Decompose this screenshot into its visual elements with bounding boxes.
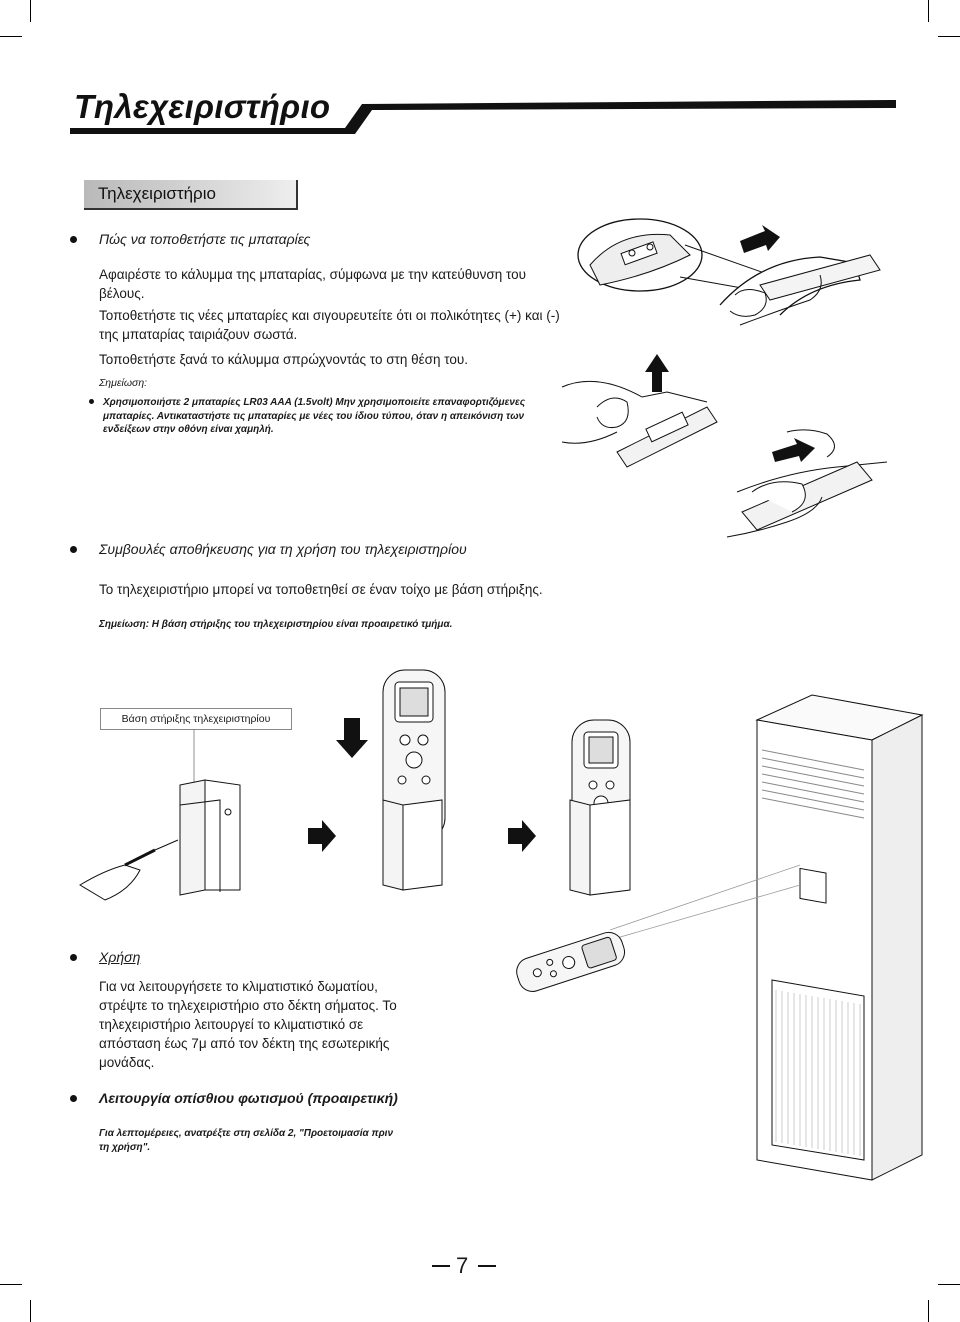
section-heading-box: Τηλεχειριστήριο	[84, 180, 298, 210]
bullet-icon	[70, 1095, 77, 1102]
text-line: απόσταση έως 7μ από τον δέκτη της εσωτερ…	[99, 1036, 390, 1051]
crop-mark	[928, 1300, 929, 1322]
text-line: βέλους.	[99, 286, 145, 301]
batteries-text: Αφαιρέστε το κάλυμμα της μπαταρίας, σύμφ…	[99, 265, 560, 369]
storage-text: Το τηλεχειριστήριο μπορεί να τοποθετηθεί…	[99, 582, 543, 597]
usage-text: Για να λειτουργήσετε το κλιματιστικό δωμ…	[99, 977, 429, 1072]
note-line: μπαταρίες. Αντικαταστήστε τις μπαταρίες …	[103, 410, 525, 422]
signal-beam-illustration	[516, 864, 801, 992]
bullet-icon	[70, 954, 77, 961]
bullet-icon	[70, 236, 77, 243]
crop-mark	[0, 1284, 22, 1285]
usage-heading: Χρήση	[99, 949, 141, 965]
backlight-note: Για λεπτομέρειες, ανατρέξτε στη σελίδα 2…	[99, 1127, 429, 1154]
holder-caption: Βάση στήριξης τηλεχειριστηρίου	[100, 708, 292, 730]
bullet-icon	[70, 546, 77, 553]
text-line: Τοποθετήστε τις νέες μπαταρίες και σιγου…	[99, 308, 560, 323]
section-heading: Τηλεχειριστήριο	[98, 184, 216, 203]
text-line: στρέψτε το τηλεχειριστήριο στο δέκτη σήμ…	[99, 998, 397, 1013]
storage-heading: Συμβουλές αποθήκευσης για τη χρήση του τ…	[99, 541, 467, 557]
battery-insertion-illustration	[561, 354, 888, 538]
bullet-icon	[89, 399, 94, 404]
caption-leader	[193, 729, 195, 784]
remote-in-holder-illustration	[569, 719, 631, 896]
text-line: μονάδας.	[99, 1055, 155, 1070]
note-line: ενδείξεων στην οθόνη είναι χαμηλή.	[103, 424, 274, 435]
crop-mark	[30, 1300, 31, 1322]
batteries-heading: Πώς να τοποθετήστε τις μπαταρίες	[99, 231, 311, 247]
storage-note: Σημείωση: Η βάση στήριξης του τηλεχειρισ…	[99, 619, 453, 630]
title-bar	[70, 100, 896, 134]
crop-mark	[938, 1284, 960, 1285]
batteries-note: Χρησιμοποιήστε 2 μπαταρίες LR03 AAA (1.5…	[103, 396, 563, 437]
note-line: τη χρήση".	[99, 1141, 151, 1153]
crop-mark	[938, 36, 960, 37]
page-number-dash	[478, 1265, 496, 1267]
text-line: της μπαταρίας ταιριάζουν σωστά.	[99, 327, 298, 342]
backlight-heading: Λειτουργία οπίσθιου φωτισμού (προαιρετικ…	[99, 1090, 398, 1106]
remote-holder-illustration	[79, 669, 536, 901]
batteries-note-label: Σημείωση:	[99, 377, 148, 389]
crop-mark	[0, 36, 22, 37]
battery-cover-removal-illustration	[577, 218, 881, 326]
note-line: Για λεπτομέρειες, ανατρέξτε στη σελίδα 2…	[99, 1128, 394, 1139]
crop-mark	[30, 0, 31, 22]
page-number: 7	[456, 1253, 469, 1278]
indoor-unit-illustration	[755, 694, 924, 1181]
text-line: τηλεχειριστήριο λειτουργεί το κλιματιστι…	[99, 1017, 364, 1032]
page-number-dash	[432, 1265, 450, 1267]
note-line: Χρησιμοποιήστε 2 μπαταρίες LR03 AAA (1.5…	[103, 397, 526, 408]
text-line: Τοποθετήστε ξανά το κάλυμμα σπρώχνοντάς …	[99, 352, 469, 367]
text-line: Για να λειτουργήσετε το κλιματιστικό δωμ…	[99, 979, 378, 994]
page-title: Τηλεχειριστήριο	[74, 88, 331, 125]
crop-mark	[928, 0, 929, 22]
text-line: Αφαιρέστε το κάλυμμα της μπαταρίας, σύμφ…	[99, 267, 527, 282]
